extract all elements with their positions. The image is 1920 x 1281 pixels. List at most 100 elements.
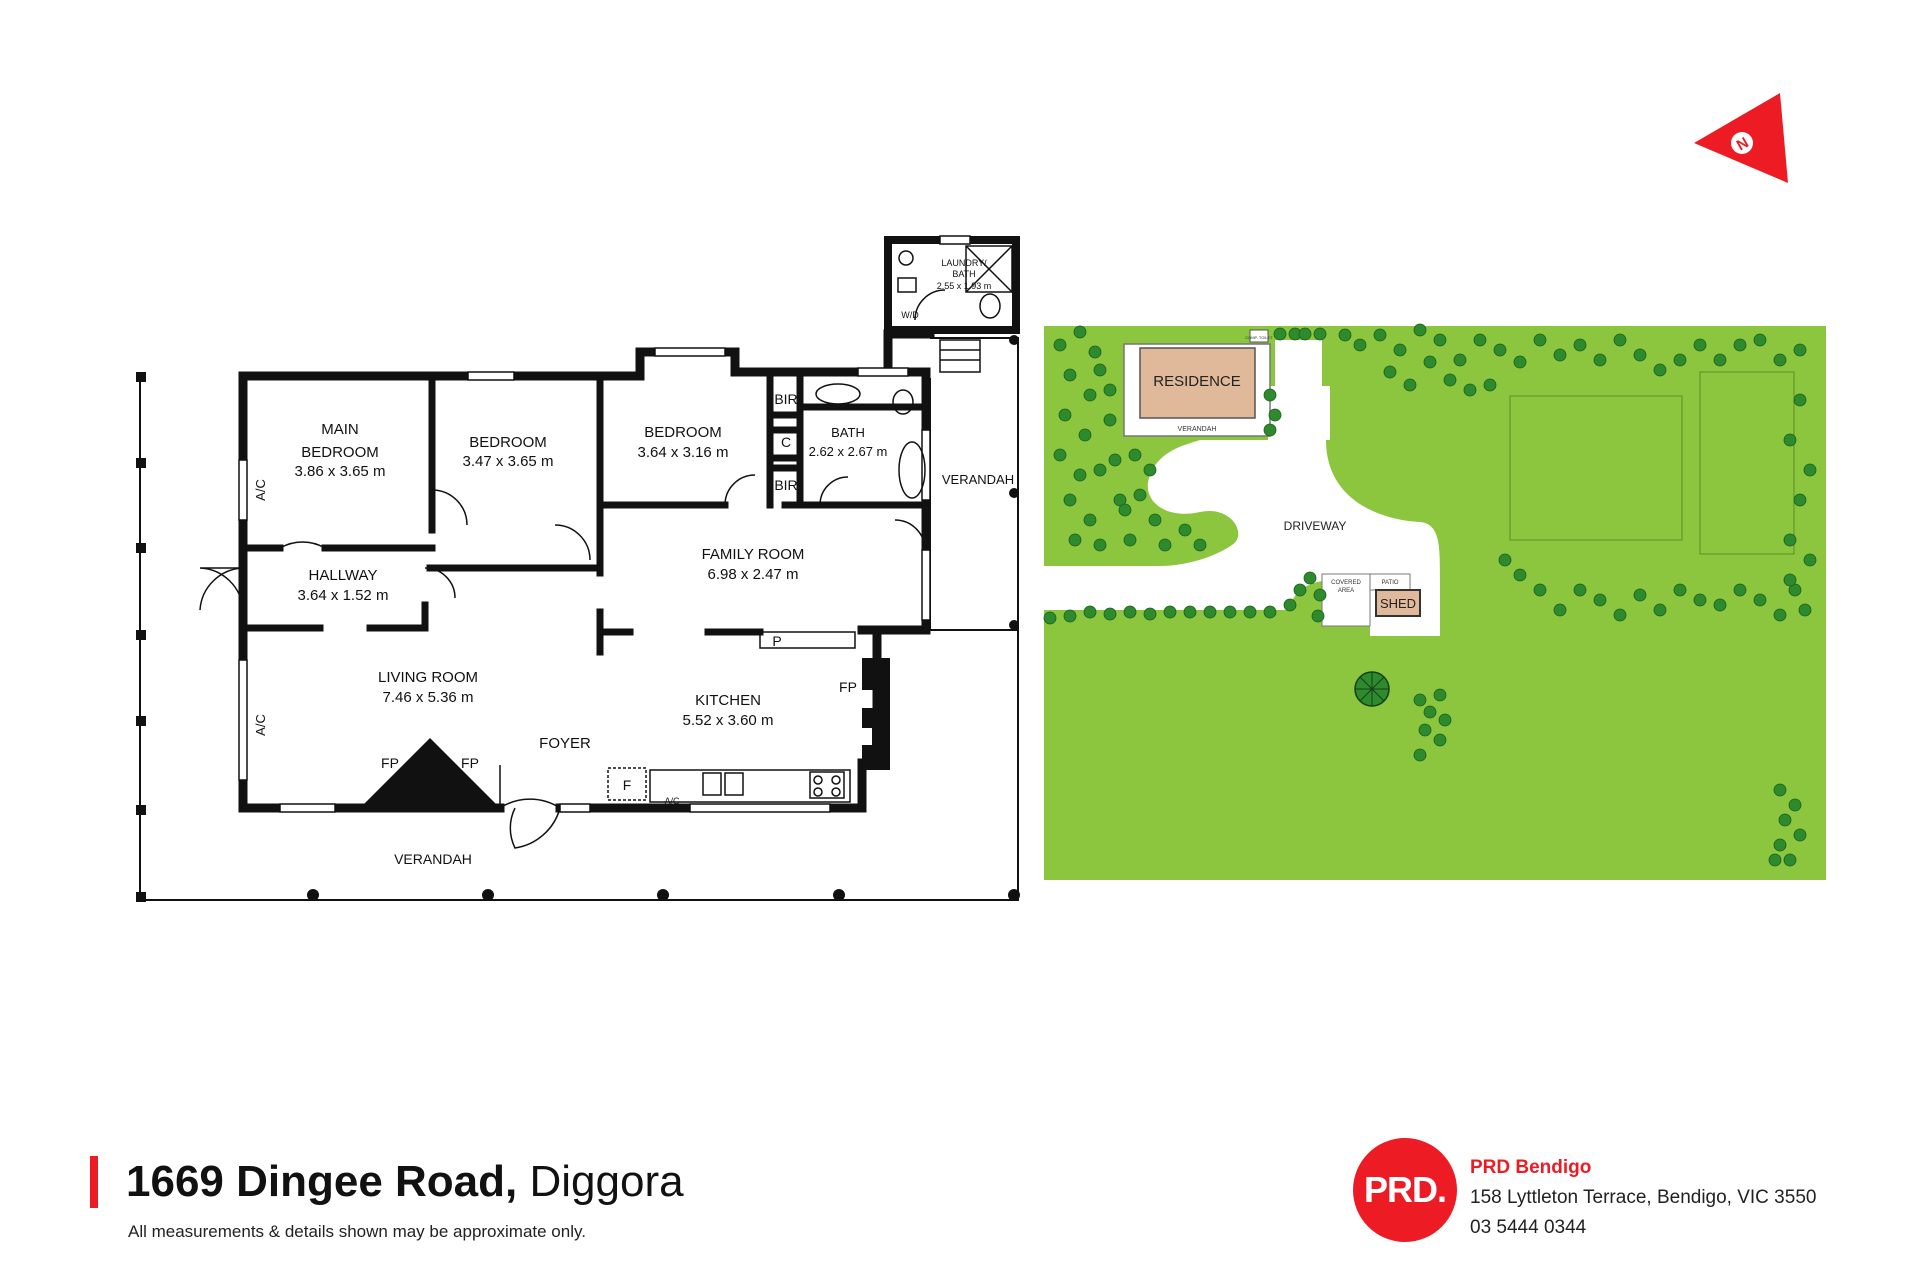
room-hallway-dims: 3.64 x 1.52 m (298, 587, 389, 604)
property-address: 1669 Dingee Road, Diggora (126, 1156, 684, 1208)
tree-icon (1243, 605, 1257, 619)
room-bedroom-2-name: BEDROOM (469, 434, 547, 451)
tree-icon (1353, 338, 1367, 352)
floor-plan-labels: MAIN BEDROOM 3.86 x 3.65 m BEDROOM 3.47 … (253, 258, 1014, 867)
tree-icon (1073, 468, 1087, 482)
tree-icon (1313, 588, 1327, 602)
toilet-label: COMP. TOILET (1245, 335, 1273, 340)
tree-icon (1513, 355, 1527, 369)
tree-icon (1178, 523, 1192, 537)
tree-icon (1383, 365, 1397, 379)
tree-icon (1778, 813, 1792, 827)
tree-icon (1063, 609, 1077, 623)
tree-icon (1653, 603, 1667, 617)
tree-icon (1183, 605, 1197, 619)
tree-icon (1533, 583, 1547, 597)
tree-icon (1513, 568, 1527, 582)
tree-icon (1773, 838, 1787, 852)
tree-icon (1403, 378, 1417, 392)
tree-icon (1793, 393, 1807, 407)
tree-icon (1273, 327, 1287, 341)
tree-icon (1143, 607, 1157, 621)
tree-icon (1713, 598, 1727, 612)
tree-icon (1143, 463, 1157, 477)
tree-icon (1078, 428, 1092, 442)
covered-area-label-2: AREA (1338, 588, 1354, 594)
fp-kitchen-label: FP (839, 679, 857, 695)
prd-logo: PRD. (1353, 1138, 1457, 1242)
f-label: F (623, 777, 632, 793)
tree-icon (1438, 713, 1452, 727)
tree-icon (1268, 408, 1282, 422)
tree-icon (1783, 433, 1797, 447)
covered-area (1321, 573, 1371, 627)
tree-icon (1083, 513, 1097, 527)
tree-icon (1103, 607, 1117, 621)
tree-icon (1773, 608, 1787, 622)
tree-icon (1783, 853, 1797, 867)
feature-tree (1354, 671, 1390, 707)
tree-icon (1443, 373, 1457, 387)
driveway (1044, 340, 1440, 636)
p-label: P (772, 633, 781, 649)
ac-2-label: A/C (253, 714, 268, 736)
wd-label: W/D (901, 310, 919, 320)
tree-icon (1113, 493, 1127, 507)
tree-icon (1163, 605, 1177, 619)
tree-icon (1803, 553, 1817, 567)
verandah-posts (136, 335, 1020, 902)
tree-icon (1793, 828, 1807, 842)
tree-icon (1423, 705, 1437, 719)
floor-plan: MAIN BEDROOM 3.86 x 3.65 m BEDROOM 3.47 … (136, 235, 1020, 902)
fp-right-label: FP (461, 755, 479, 771)
tree-icon (1593, 353, 1607, 367)
tree-icon (1753, 333, 1767, 347)
residence-building (1139, 347, 1256, 419)
address-suburb: Diggora (529, 1157, 684, 1206)
tree-icon (1093, 363, 1107, 377)
tree-icon (1093, 538, 1107, 552)
room-laundry-dims: 2.55 x 1.93 m (937, 281, 992, 291)
disclaimer: All measurements & details shown may be … (128, 1222, 586, 1241)
tree-icon (1673, 353, 1687, 367)
tree-icon (1088, 345, 1102, 359)
door-swings (199, 289, 946, 849)
address-street: 1669 Dingee Road, (126, 1157, 518, 1206)
tree-icon (1263, 423, 1277, 437)
tree-icon (1793, 343, 1807, 357)
driveway-label: DRIVEWAY (1284, 519, 1347, 533)
kitchen-fixtures (607, 245, 1013, 803)
tree-icon (1283, 598, 1297, 612)
room-laundry-name-1: LAUNDRY/ (941, 258, 987, 268)
tree-icon (1733, 583, 1747, 597)
tree-icon (1433, 733, 1447, 747)
tree-icon (1593, 593, 1607, 607)
tree-icon (1193, 538, 1207, 552)
tree-icon (1123, 533, 1137, 547)
tree-icon (1453, 353, 1467, 367)
tree-icon (1673, 583, 1687, 597)
room-family-name: FAMILY ROOM (702, 546, 805, 563)
paddock-2 (1699, 371, 1795, 555)
room-main-bedroom-name: BEDROOM (301, 444, 379, 461)
site-verandah-label: VERANDAH (1178, 426, 1217, 433)
room-living-dims: 7.46 x 5.36 m (383, 689, 474, 706)
tree-icon (1418, 723, 1432, 737)
bir-1-label: BIR (774, 391, 797, 407)
agency-address: 158 Lyttleton Terrace, Bendigo, VIC 3550 (1470, 1187, 1817, 1208)
driveway-inner (1270, 386, 1330, 440)
tree-icon (1413, 323, 1427, 337)
room-bedroom-3-dims: 3.64 x 3.16 m (638, 444, 729, 461)
fp-left-label: FP (381, 755, 399, 771)
tree-icon (1103, 413, 1117, 427)
verandah-east-label: VERANDAH (942, 472, 1014, 487)
tree-icon (1083, 605, 1097, 619)
room-bedroom-3-name: BEDROOM (644, 424, 722, 441)
tree-icon (1053, 448, 1067, 462)
room-family-dims: 6.98 x 2.47 m (708, 566, 799, 583)
tree-icon (1103, 383, 1117, 397)
room-main-bedroom-dims: 3.86 x 3.65 m (295, 463, 386, 480)
shed-label: SHED (1380, 596, 1416, 611)
tree-icon (1393, 343, 1407, 357)
